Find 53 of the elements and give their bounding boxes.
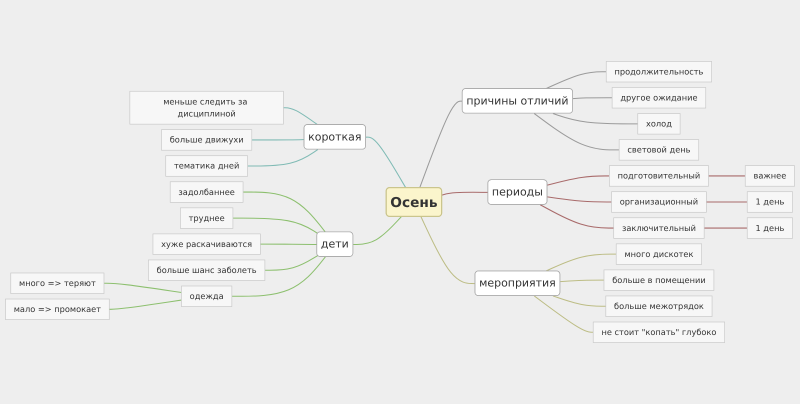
connector <box>353 216 402 246</box>
node-box: заключительный <box>613 217 704 239</box>
connector <box>552 113 638 124</box>
node-box: 1 день <box>746 191 793 213</box>
node-box: подготовительный <box>609 165 709 187</box>
node-box: задолбаннее <box>170 181 244 203</box>
node-box: труднее <box>180 207 234 229</box>
node-box: больше движухи <box>161 129 252 151</box>
connector <box>704 228 748 229</box>
node-box: тематика дней <box>165 155 248 177</box>
connector <box>572 97 612 100</box>
connector <box>366 136 406 188</box>
connector <box>706 201 748 203</box>
connector <box>560 280 604 282</box>
connector <box>708 175 746 176</box>
connector <box>442 192 488 196</box>
connector <box>540 204 614 229</box>
node-box: меньше следить за дисциплиной <box>130 90 284 125</box>
connector <box>419 100 463 188</box>
node-box: продолжительность <box>606 61 712 82</box>
node-box: хуже раскачиваются <box>152 234 261 255</box>
connector <box>248 149 318 167</box>
connector <box>534 296 594 333</box>
node-box: важнее <box>744 165 795 187</box>
connector <box>260 244 318 246</box>
node-box: одежда <box>181 286 232 307</box>
node-box: не стоит "копать" глубоко <box>592 322 725 343</box>
connector <box>534 113 620 150</box>
connector <box>547 196 612 203</box>
node-box: много дискотек <box>616 243 702 265</box>
connector <box>252 139 304 140</box>
connector <box>547 175 610 186</box>
connector <box>545 71 606 90</box>
connector <box>420 216 476 284</box>
connector <box>552 295 606 307</box>
connector <box>283 107 318 126</box>
node-box: световой день <box>618 139 700 161</box>
node-box: организационный <box>611 191 707 213</box>
connector <box>264 255 318 271</box>
node-box: 1 день <box>746 217 793 239</box>
node-box: больше межотрядок <box>605 296 712 317</box>
connector <box>104 282 182 294</box>
connector <box>232 218 318 234</box>
connector <box>109 300 182 310</box>
node-box: другое ожидание <box>612 87 706 108</box>
connector <box>545 254 616 272</box>
connector <box>232 256 326 297</box>
node-box: больше в помещении <box>604 270 714 291</box>
node-box: холод <box>637 113 680 134</box>
node-box: мало => промокает <box>5 298 110 320</box>
node-box: больше шанс заболеть <box>148 260 266 281</box>
node-box: много => теряют <box>10 272 104 294</box>
connector <box>243 192 326 232</box>
